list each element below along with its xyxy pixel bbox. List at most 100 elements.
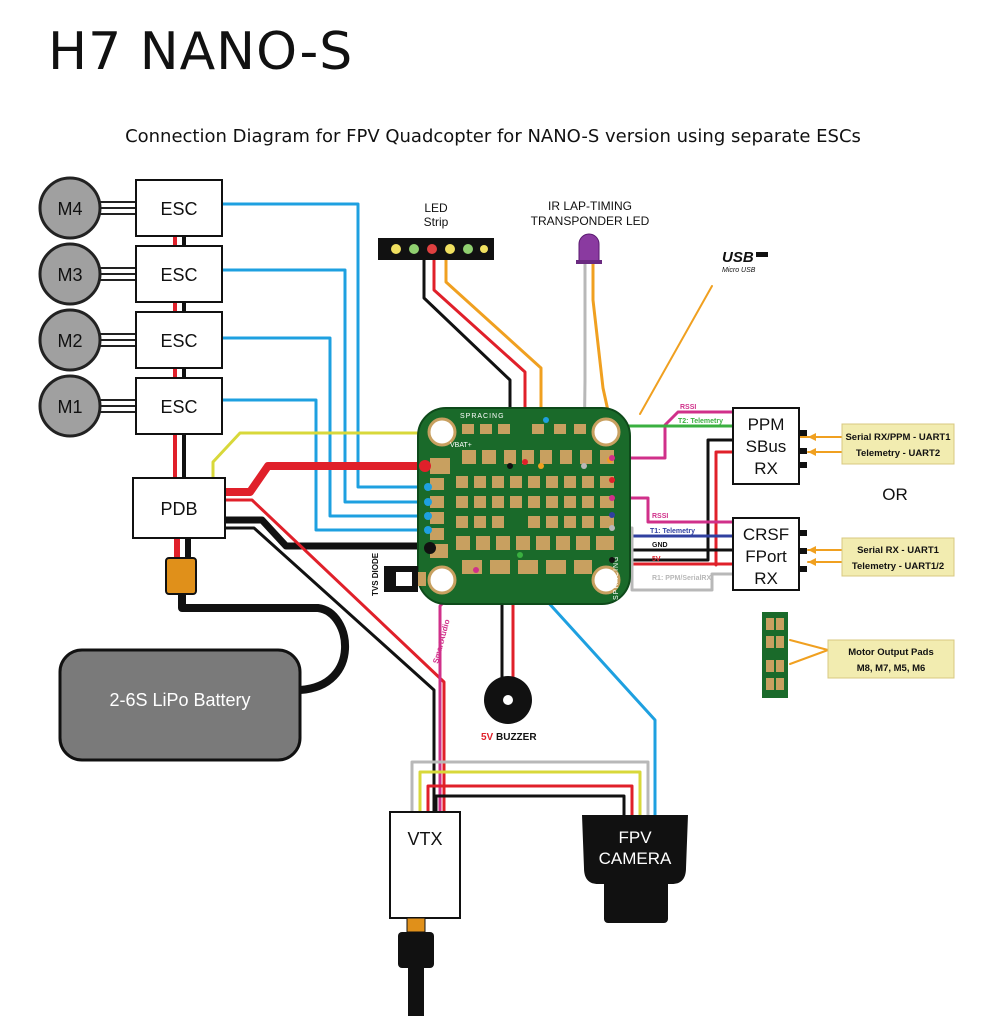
pdb: PDB [132, 477, 226, 539]
motor-m3-label: M3 [57, 265, 82, 285]
wire-vtx-cam-black [434, 794, 626, 817]
motor-m3: M3 [38, 242, 102, 306]
vtx-antenna-connector [406, 917, 426, 933]
wire-pdb-vbat-red [221, 462, 432, 496]
esc-3-label: ESC [160, 265, 197, 285]
board-vbat-label: VBAT+ [450, 442, 472, 449]
fpv-camera: FPV CAMERA [582, 815, 688, 923]
esc-1-label: ESC [160, 397, 197, 417]
rx2-telemetry-label: T1: Telemetry [650, 528, 695, 535]
wire-vtx-cam-yellow [418, 770, 642, 817]
led-strip-title-2: Strip [424, 215, 449, 229]
rx1-info-1: Serial RX/PPM - UART1 [845, 432, 951, 443]
ir-led-title-2: TRANSPONDER LED [531, 214, 650, 228]
rx2-info-box: Serial RX - UART1 Telemetry - UART1/2 [841, 537, 955, 577]
rx1-line-1: PPM [748, 415, 785, 434]
rx2-info-1: Serial RX - UART1 [857, 545, 940, 556]
rx1-line-3: RX [754, 459, 778, 478]
usb-caption: Micro USB [722, 267, 756, 274]
motor-m2-label: M2 [57, 331, 82, 351]
wire-pdb-vtx-black [223, 526, 436, 814]
motor-pads-info-2: M8, M7, M5, M6 [857, 663, 926, 674]
battery-label: 2-6S LiPo Battery [109, 690, 250, 710]
mount-hole-br [591, 565, 621, 595]
motor-m1: M1 [38, 374, 102, 438]
board-brand-top: SPRACING [460, 413, 505, 420]
rx2-line-2: FPort [745, 547, 787, 566]
rx2-line-1: CRSF [743, 525, 789, 544]
motors: M4 M3 M2 M1 [38, 176, 102, 438]
esc-2-label: ESC [160, 331, 197, 351]
pdb-label: PDB [160, 499, 197, 519]
motor-output-pads [762, 612, 788, 698]
motor-m1-label: M1 [57, 397, 82, 417]
vtx-antenna [398, 932, 434, 968]
buzzer: 5V BUZZER [481, 676, 537, 743]
esc-2: ESC [135, 311, 223, 369]
ir-transponder-led: IR LAP-TIMING TRANSPONDER LED [531, 199, 650, 264]
wire-rx1-black [610, 438, 735, 562]
wire-current-yellow [211, 431, 427, 480]
wire-vtx-cam-gray [410, 760, 650, 817]
wire-vtx-cam-red [426, 784, 634, 817]
rx1-telemetry-label: T2: Telemetry [678, 418, 723, 425]
or-label: OR [882, 485, 908, 504]
diagram-subtitle: Connection Diagram for FPV Quadcopter fo… [125, 126, 861, 147]
battery-connector [165, 557, 197, 595]
rx2-pointer-arrowheads [808, 546, 816, 566]
motor-leads [100, 201, 136, 413]
ir-led-title-1: IR LAP-TIMING [548, 199, 632, 213]
smartaudio-label: SmartAudio [431, 618, 451, 664]
usb-icon: USB Micro USB [722, 249, 768, 274]
motor-m4-label: M4 [57, 199, 82, 219]
wire-pdb-vtx-red [223, 498, 446, 814]
rx2-r1-label: R1: PPM/SerialRX [652, 575, 711, 582]
solder-joints [419, 417, 615, 573]
mount-hole-tl [427, 417, 457, 447]
mount-hole-bl [427, 565, 457, 595]
battery: 2-6S LiPo Battery [58, 648, 302, 762]
wire-rx1-red [714, 450, 735, 567]
flight-controller-board: VBAT+ SPRACING SPRACING [417, 407, 631, 605]
wire-battery-lead [178, 590, 349, 694]
esc-4-label: ESC [160, 199, 197, 219]
esc-3: ESC [135, 245, 223, 303]
rx2-line-3: RX [754, 569, 778, 588]
rx-crsf-fport: CRSF FPort RX [732, 517, 807, 591]
rx-ppm-sbus: PPM SBus RX [732, 407, 807, 485]
led-strip-title-1: LED [424, 201, 448, 215]
mount-hole-tr [591, 417, 621, 447]
motor-m2: M2 [38, 308, 102, 372]
rx2-gnd-label: GND [652, 542, 668, 549]
rx1-rssi-label: RSSI [680, 404, 696, 411]
rx1-info-2: Telemetry - UART2 [856, 448, 940, 459]
wire-esc4-signal [220, 202, 430, 489]
esc-1: ESC [135, 377, 223, 435]
rx1-pointer-arrowheads [808, 433, 816, 456]
esc-4: ESC [135, 179, 223, 237]
pads-pointer [789, 639, 829, 665]
led-strip: LED Strip [378, 201, 494, 260]
tvs-label: TVS DIODE [371, 552, 380, 596]
camera-label-1: FPV [618, 828, 652, 847]
page-title: H7 NANO-S [48, 22, 354, 82]
usb-logo: USB [722, 249, 754, 266]
buzzer-text: BUZZER [496, 732, 537, 743]
rx1-info-box: Serial RX/PPM - UART1 Telemetry - UART2 [841, 423, 955, 465]
vtx-label: VTX [407, 829, 442, 849]
tvs-diode: TVS DIODE [371, 552, 426, 596]
board-brand-side: SPRACING [613, 555, 620, 600]
buzzer-volt: 5V [481, 732, 494, 743]
rx2-info-2: Telemetry - UART1/2 [852, 561, 944, 572]
wire-esc3-signal [220, 268, 430, 504]
escs: ESC ESC ESC ESC [135, 179, 223, 435]
vtx: VTX [389, 811, 461, 1016]
wire-esc2-signal [220, 336, 430, 518]
usb-pointer-line [639, 285, 713, 415]
wire-pdb-gnd-black [221, 516, 432, 550]
rx1-line-2: SBus [746, 437, 787, 456]
motor-pads-info-box: Motor Output Pads M8, M7, M5, M6 [827, 639, 955, 679]
rx2-rssi-label: RSSI [652, 513, 668, 520]
motor-pads-info-1: Motor Output Pads [848, 647, 934, 658]
